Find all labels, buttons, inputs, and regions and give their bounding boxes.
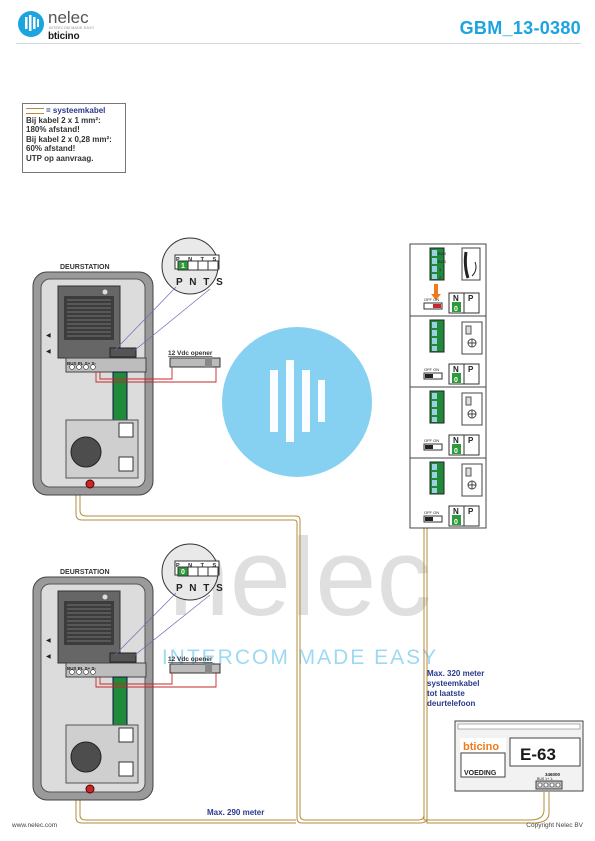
power-model: E-63	[520, 745, 556, 764]
max-phone-line-4: deurtelefoon	[427, 699, 476, 708]
cable-legend: = systeemkabel Bij kabel 2 x 1 mm²: 180%…	[22, 103, 126, 173]
phone-1-p-label: P	[468, 294, 474, 303]
phone-4-p-label: P	[468, 507, 474, 516]
power-partno: 346000	[545, 772, 561, 777]
legend-title: = systeemkabel	[46, 106, 106, 115]
phone-3-n-value: 0	[454, 448, 458, 455]
legend-line: Bij kabel 2 x 1 mm²:	[26, 115, 101, 125]
max-phone-line-2: systeemkabel	[427, 679, 480, 688]
svg-text:◀: ◀	[46, 333, 51, 339]
phone-4-offon: OFF ON	[424, 510, 439, 515]
watermark-logo	[222, 327, 372, 477]
max-phone-note: Max. 320 meter systeemkabel tot laatste …	[427, 669, 484, 709]
cable-swatch	[26, 107, 44, 114]
legend-line: 60% afstand!	[26, 144, 76, 154]
power-brand: bticino	[463, 741, 499, 753]
svg-text:◀: ◀	[46, 654, 51, 660]
phone-4-n-label: N	[453, 507, 459, 516]
door-station-1-terminals: BUS PL S+ S-	[67, 361, 97, 366]
brand-tagline: INTERCOM MADE EASY	[49, 26, 95, 30]
partner-logo: bticino	[48, 31, 80, 42]
legend-line: 180% afstand!	[26, 125, 80, 135]
legend-line: Bij kabel 2 x 0,28 mm²:	[26, 134, 112, 144]
indoor-phone-3	[423, 390, 483, 456]
max-phone-line-1: Max. 320 meter	[427, 669, 485, 678]
dip-1-switch: 1	[181, 263, 185, 270]
phone-1-offon: OFF ON	[424, 297, 439, 302]
max-door-note: Max. 290 meter	[207, 808, 265, 817]
dip-zoom-2	[114, 543, 220, 656]
dip-1-top-label: P N T S	[176, 257, 220, 263]
phone-2-n-value: 0	[454, 377, 458, 384]
dip-2-bottom-label: P N T S	[176, 583, 225, 594]
indoor-phone-4	[423, 461, 483, 527]
power-terminals: BUS 1+ 1-	[537, 777, 554, 781]
legend-line: UTP op aanvraag.	[26, 153, 94, 163]
dip-zoom-1	[114, 237, 220, 351]
dip-1-bottom-label: P N T S	[176, 277, 225, 288]
nelec-logo: nelec INTERCOM MADE EASY bticino	[16, 8, 126, 42]
door-station-2-terminals: BUS PL S+ S-	[67, 666, 97, 671]
dip-2-top-label: P N T S	[176, 563, 220, 569]
opener-1-label: 12 Vdc opener	[168, 350, 213, 357]
door-station-1: ◀ ◀	[32, 271, 154, 496]
footer-copyright: Copyright Nelec BV	[526, 822, 583, 829]
door-station-2-label: DEURSTATION	[60, 569, 110, 576]
svg-text:◀: ◀	[46, 638, 51, 644]
dip-2-switch: 0	[181, 569, 185, 576]
door-opener-2	[95, 663, 221, 688]
nelec-logo-mark	[18, 11, 44, 37]
max-phone-line-3: tot laatste	[427, 689, 465, 698]
phone-2-offon: OFF ON	[424, 367, 439, 372]
door-station-1-label: DEURSTATION	[60, 264, 110, 271]
phone-4-n-value: 0	[454, 519, 458, 526]
opener-2-label: 12 Vdc opener	[168, 656, 213, 663]
power-supply	[454, 720, 584, 792]
indoor-phone-1	[423, 247, 481, 314]
phone-1-n-label: N	[453, 294, 459, 303]
brand-name: nelec	[48, 8, 89, 27]
legend-title-row: = systeemkabel	[26, 106, 122, 116]
phone-3-n-label: N	[453, 436, 459, 445]
door-opener-1	[95, 357, 221, 383]
door-station-2: ◀ ◀	[32, 576, 154, 801]
phone-terminal-bus-1: BUS	[438, 251, 447, 256]
indoor-phone-2	[423, 319, 483, 385]
phone-1-n-value: 0	[454, 306, 458, 313]
phone-2-n-label: N	[453, 365, 459, 374]
footer-website: www.nelec.com	[12, 822, 58, 829]
phone-3-p-label: P	[468, 436, 474, 445]
phone-terminal-2: 2	[439, 275, 442, 280]
phone-terminal-bus-2: BUS	[438, 259, 447, 264]
phone-3-offon: OFF ON	[424, 438, 439, 443]
phone-2-p-label: P	[468, 365, 474, 374]
phone-terminal-1: 1	[439, 267, 442, 272]
power-name: VOEDING	[464, 770, 497, 777]
document-code: GBM_13-0380	[459, 18, 581, 38]
header-divider	[16, 43, 581, 44]
watermark-tagline: INTERCOM MADE EASY	[162, 646, 438, 669]
svg-text:◀: ◀	[46, 349, 51, 355]
